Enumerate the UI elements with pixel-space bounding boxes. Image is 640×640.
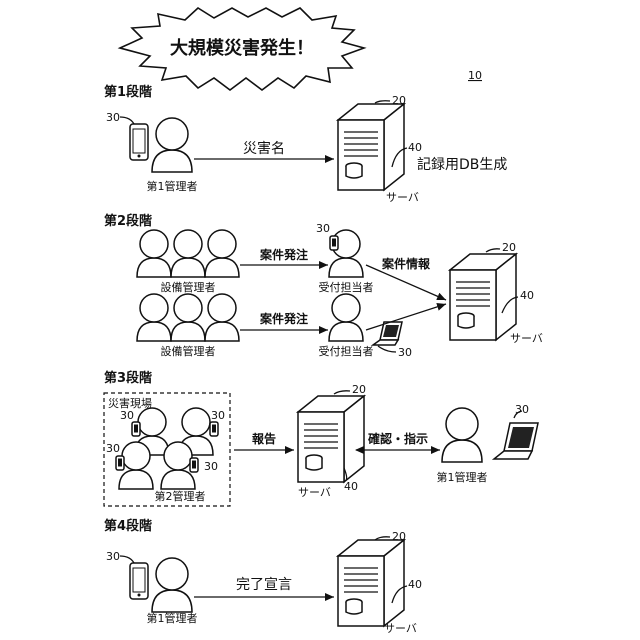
stage2-device-ref-2: 30 [398, 346, 412, 359]
disaster-site-label: 災害現場 [108, 396, 152, 410]
stage1-db-ref: 40 [408, 141, 422, 154]
stage2-equip-manager-icon [205, 294, 239, 341]
stage3-device-ref-1: 30 [120, 409, 134, 422]
stage2-device-ref-1: 30 [316, 222, 330, 235]
figure-ref-label: 10 [468, 69, 482, 82]
stage2-order-label-1: 案件発注 [259, 247, 308, 262]
stage2-equip-manager-icon [171, 294, 205, 341]
stage4-phone-icon [130, 563, 148, 599]
stage3-server-ref: 20 [352, 383, 366, 396]
stage2-group-label-2: 設備管理者 [161, 344, 216, 358]
stage1-title: 第1段階 [104, 84, 152, 100]
stage2-equip-manager-icon [205, 230, 239, 277]
stage2-receiver-label-1: 受付担当者 [319, 280, 374, 294]
stage4-title: 第4段階 [104, 518, 152, 534]
stage1-server-label: サーバ [386, 191, 419, 204]
stage2-equip-manager-icon [137, 294, 171, 341]
stage3-confirm-label: 確認・指示 [368, 431, 428, 446]
stage3-phone-small-icon [190, 458, 198, 472]
stage3-title: 第3段階 [104, 370, 152, 386]
stage2-receiver-icon [329, 294, 363, 341]
stage3-device-ref-3: 30 [106, 442, 120, 455]
stage1-db-note: 記録用DB生成 [417, 156, 507, 173]
stage2-info-label: 案件情報 [381, 256, 431, 271]
stage1-device-ref: 30 [106, 111, 120, 124]
stage1-server-icon [338, 104, 404, 190]
stage3-db-ref: 40 [344, 480, 358, 493]
stage3-phone-small-icon [210, 422, 218, 436]
stage2-server-label: サーバ [510, 332, 543, 345]
stage3-server-icon [298, 396, 364, 482]
stage2-server-icon [450, 254, 516, 340]
stage4-server-label: サーバ [384, 622, 417, 635]
stage2-order-label-2: 案件発注 [259, 311, 308, 326]
stage3-laptop-icon [494, 423, 538, 459]
stage4-server-icon [338, 540, 404, 626]
stage2-equip-manager-icon [171, 230, 205, 277]
stage4-manager-icon [152, 558, 192, 612]
stage1-manager-icon [152, 118, 192, 172]
stage2-server-ref: 20 [502, 241, 516, 254]
stage3-first-manager-icon [442, 408, 482, 462]
stage2-phone-small-icon [330, 236, 338, 250]
stage3-phone-small-icon [116, 456, 124, 470]
stage2-laptop-icon [373, 322, 402, 345]
stage1-phone-icon [130, 124, 148, 160]
stage3-server-label: サーバ [298, 486, 331, 499]
stage1-server-ref: 20 [392, 94, 406, 107]
stage2-receiver-label-2: 受付担当者 [319, 344, 374, 358]
stage2-info-arrow-2 [366, 304, 446, 330]
stage2-title: 第2段階 [104, 213, 152, 229]
stage3-first-manager-label: 第1管理者 [437, 470, 488, 484]
stage3-report-label: 報告 [252, 431, 276, 446]
stage4-server-ref: 20 [392, 530, 406, 543]
stage2-equip-manager-icon [137, 230, 171, 277]
stage3-group-label: 第2管理者 [155, 489, 206, 503]
stage4-message-label: 完了宣言 [236, 577, 292, 593]
stage3-phone-small-icon [132, 422, 140, 436]
stage4-db-ref: 40 [408, 578, 422, 591]
stage3-device-ref-4: 30 [204, 460, 218, 473]
stage4-manager-label: 第1管理者 [147, 611, 198, 625]
stage3-device-ref-2: 30 [211, 409, 225, 422]
stage2-group-label-1: 設備管理者 [161, 280, 216, 294]
stage4-device-ref: 30 [106, 550, 120, 563]
stage1-message-label: 災害名 [243, 141, 285, 157]
banner-text: 大規模災害発生！ [170, 37, 314, 59]
stage2-db-ref: 40 [520, 289, 534, 302]
stage3-device-ref-5: 30 [515, 403, 529, 416]
stage1-manager-label: 第1管理者 [147, 179, 198, 193]
